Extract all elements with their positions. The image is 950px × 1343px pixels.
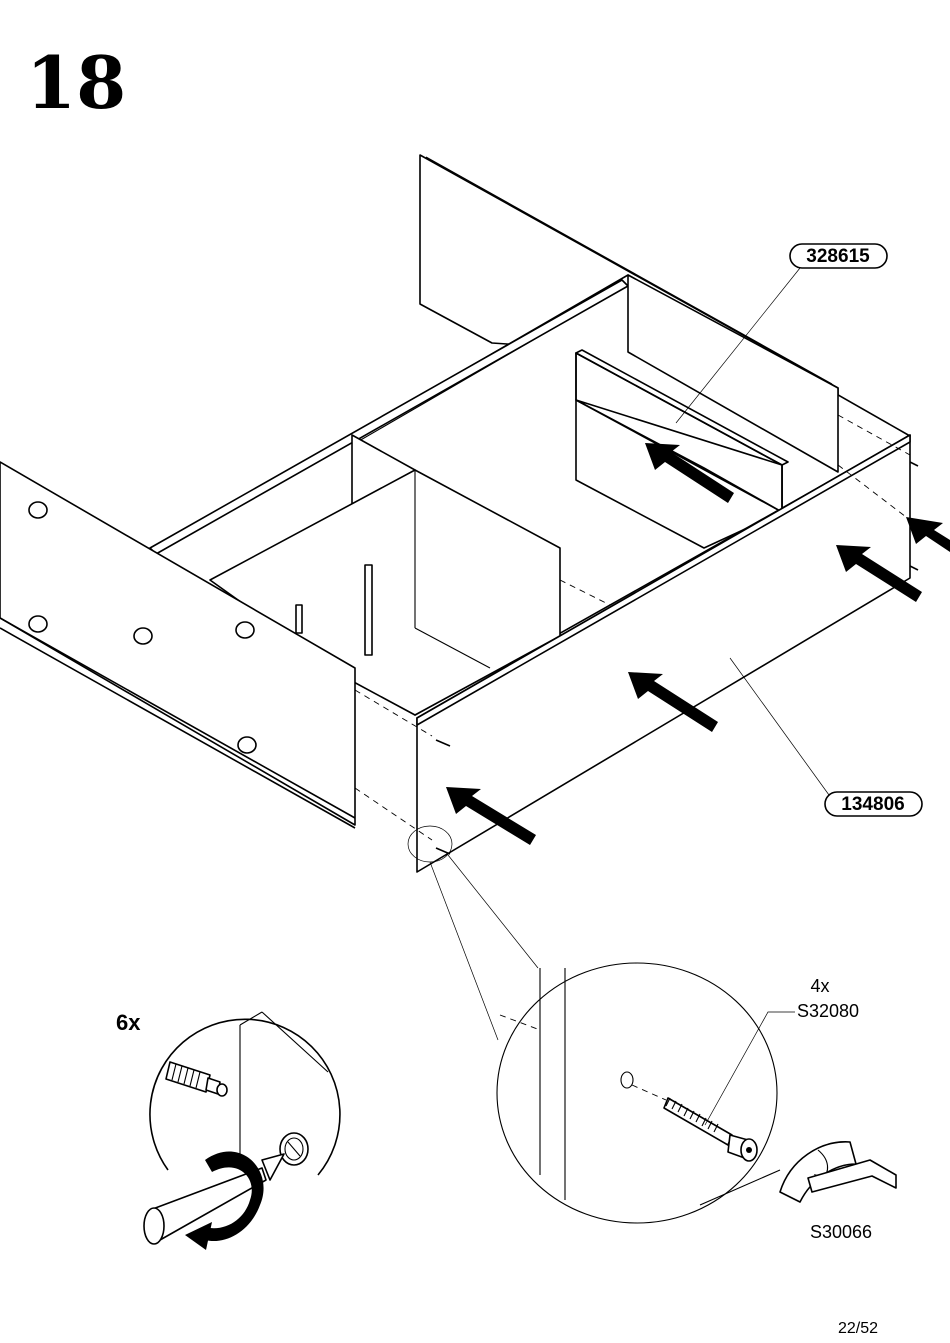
screw-code: S32080 bbox=[797, 1001, 859, 1021]
cabinet-assembly bbox=[0, 155, 918, 872]
metal-bracket bbox=[365, 565, 372, 655]
key-code: S30066 bbox=[810, 1222, 872, 1242]
allen-key-icon: S30066 bbox=[780, 1142, 896, 1242]
svg-text:134806: 134806 bbox=[841, 794, 904, 815]
dowel-detail: 6x bbox=[116, 1010, 340, 1250]
page-number: 22/52 bbox=[838, 1320, 878, 1337]
metal-bracket bbox=[296, 605, 302, 633]
step-number: 18 bbox=[26, 40, 126, 125]
dowel-quantity: 6x bbox=[116, 1010, 141, 1035]
dowel-icon bbox=[166, 1062, 227, 1096]
svg-text:328615: 328615 bbox=[806, 246, 870, 267]
cam-lock-icon bbox=[280, 1133, 308, 1165]
screw-icon bbox=[664, 1098, 757, 1161]
left-long-panel bbox=[0, 462, 355, 825]
screw-quantity: 4x bbox=[810, 976, 829, 996]
part-label-134806: 134806 bbox=[730, 658, 922, 816]
